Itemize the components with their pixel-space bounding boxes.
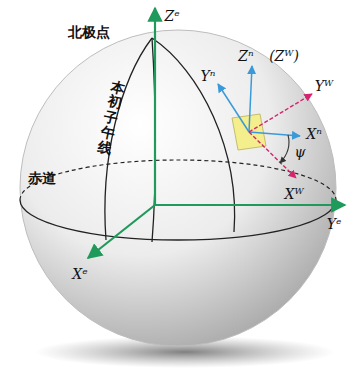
- pole-label: 北极点: [68, 25, 110, 39]
- axis-label: Xᵂ: [284, 187, 303, 201]
- ye-axis: [155, 204, 345, 206]
- equator-label: 赤道: [28, 171, 56, 185]
- xw-axis: [249, 132, 296, 178]
- sphere: [20, 30, 336, 346]
- ze-axis: [154, 8, 156, 205]
- axis-label: Yᵉ: [327, 217, 342, 231]
- zn-axis: [249, 66, 252, 132]
- angle-label: ψ: [295, 145, 306, 159]
- yw-axis: [249, 94, 312, 132]
- axis-label: Xⁿ: [306, 127, 322, 141]
- psi-arc: [280, 135, 289, 163]
- axis-label: (Zᵂ): [269, 49, 299, 63]
- xn-axis: [249, 132, 300, 136]
- axis-label: Yᵂ: [315, 79, 333, 93]
- axis-label: Zᵉ: [164, 9, 179, 23]
- equator-back: [20, 160, 336, 200]
- axis-label: Yⁿ: [201, 69, 216, 83]
- meridian: [152, 38, 235, 232]
- axis-label: Zⁿ: [238, 49, 253, 63]
- xe-axis: [88, 205, 155, 258]
- yn-axis: [218, 84, 249, 132]
- axis-label: Xᵉ: [72, 267, 87, 281]
